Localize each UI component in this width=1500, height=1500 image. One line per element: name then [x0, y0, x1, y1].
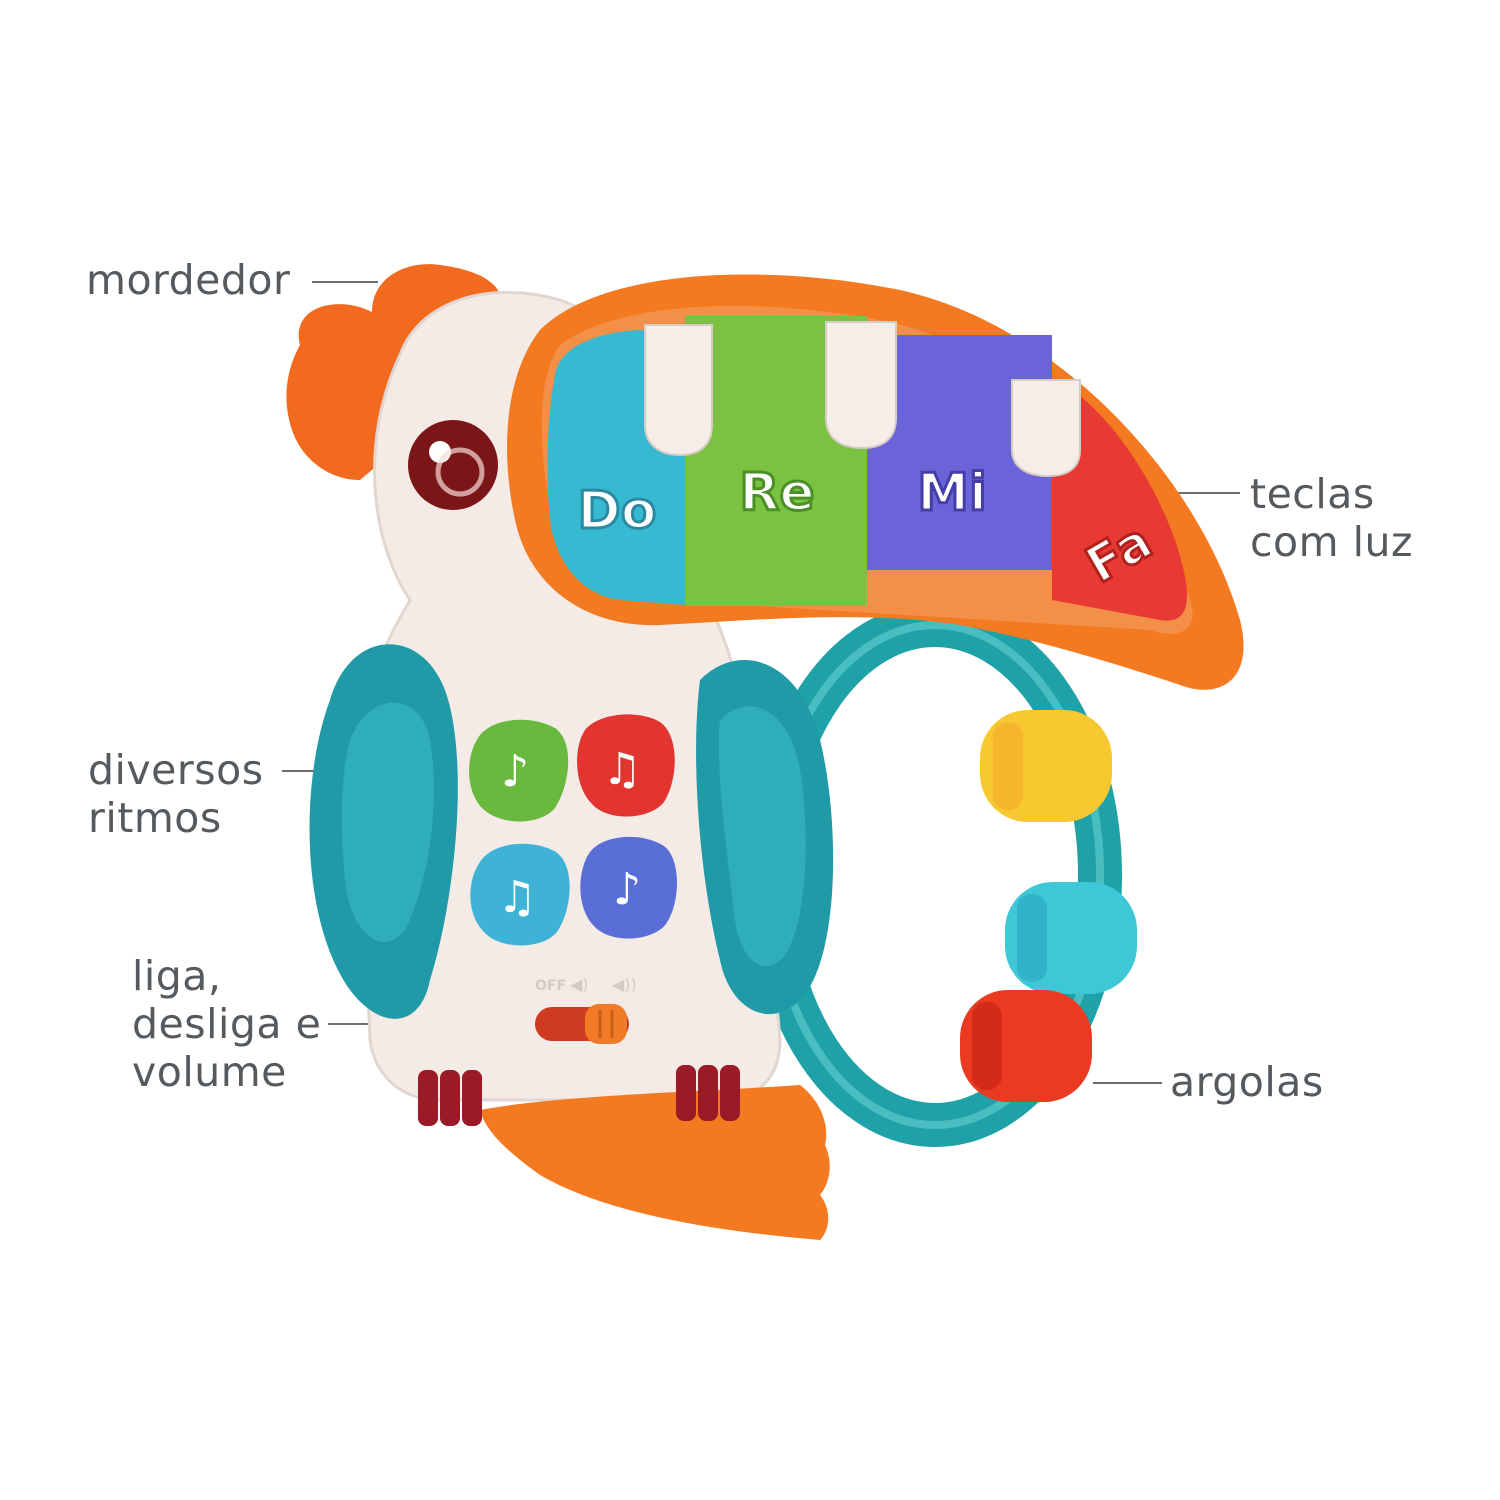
callout-power-line-2: desliga e [132, 1000, 322, 1048]
tail [480, 1085, 830, 1240]
eye [408, 420, 498, 510]
white-key-3 [1011, 379, 1081, 478]
white-key-1 [644, 324, 713, 457]
white-key-2 [825, 321, 897, 450]
callout-power-line-3: volume [132, 1048, 287, 1096]
callout-teether: mordedor [86, 256, 290, 304]
note-icon: ♪ [501, 746, 529, 797]
callout-rhythms-line-2: ritmos [88, 794, 222, 842]
rhythm-buttons: ♪ ♫ ♫ ♪ [469, 714, 677, 946]
callout-rings: argolas [1170, 1058, 1324, 1106]
key-do-label: Do [578, 481, 657, 541]
note-icon: ♫ [497, 872, 536, 923]
power-switch[interactable]: OFF ◀) ◀)) [535, 975, 637, 1044]
callout-rhythms: diversos ritmos [88, 746, 264, 842]
callout-power: liga, desliga e volume [132, 952, 321, 1096]
switch-off-label: OFF [535, 978, 566, 994]
rhythm-button-cyan[interactable]: ♫ [470, 843, 570, 946]
callout-keys: teclas com luz [1250, 470, 1413, 566]
callout-power-line-1: liga, [132, 952, 222, 1000]
volume-low-icon: ◀) [570, 975, 589, 994]
rhythm-button-blue[interactable]: ♪ [580, 836, 677, 939]
volume-high-icon: ◀)) [612, 975, 637, 994]
callout-rhythms-line-1: diversos [88, 746, 264, 794]
key-mi-label: Mi [917, 463, 987, 523]
wings [309, 644, 834, 1019]
beads [960, 710, 1137, 1102]
rhythm-button-red[interactable]: ♫ [577, 714, 675, 817]
callout-rings-text: argolas [1170, 1058, 1324, 1106]
key-fa[interactable] [1052, 378, 1187, 621]
note-icon: ♪ [613, 864, 641, 915]
callout-keys-line-2: com luz [1250, 518, 1413, 566]
note-icon: ♫ [602, 744, 641, 795]
feet [418, 1065, 740, 1126]
callout-teether-text: mordedor [86, 256, 291, 304]
switch-knob [585, 1004, 627, 1044]
piano-keys: Do Re Mi Fa [547, 316, 1187, 621]
callout-keys-line-1: teclas [1250, 470, 1375, 518]
rhythm-button-green[interactable]: ♪ [469, 719, 569, 822]
key-re-label: Re [739, 463, 814, 523]
